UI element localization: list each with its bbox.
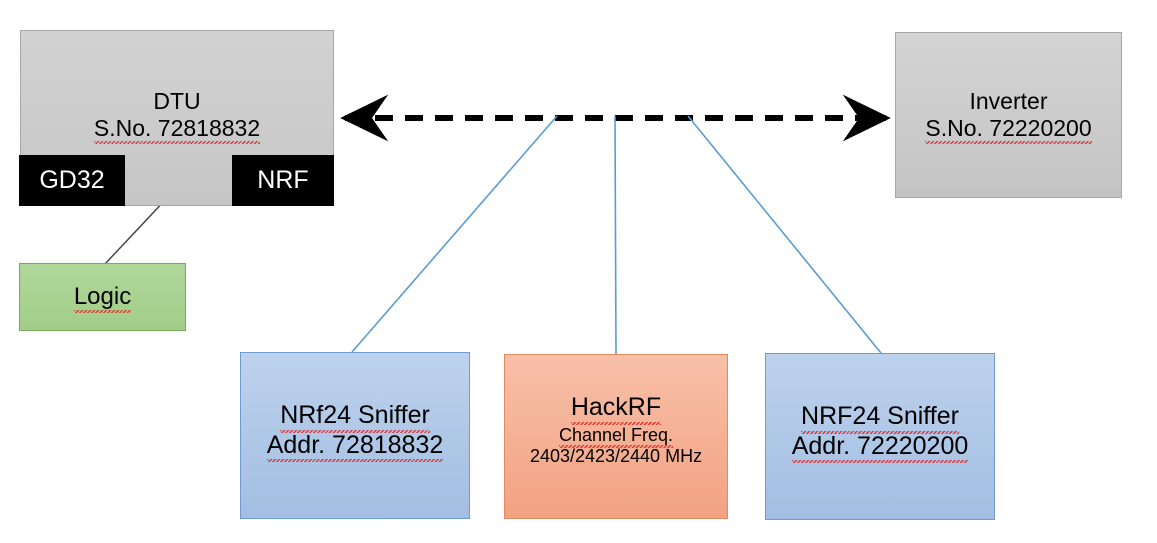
logic-label-text: Logic bbox=[73, 282, 132, 314]
sniffer-left-line-1-text: NRf24 Sniffer bbox=[280, 401, 430, 432]
dtu-serial-text: S.No. 72818832 bbox=[93, 115, 261, 145]
dtu-label: DTU bbox=[153, 88, 201, 114]
hackrf-line-1: HackRF bbox=[570, 393, 662, 424]
node-logic-analyzer[interactable]: Logic bbox=[19, 263, 186, 331]
hackrf-line-2-text: Channel Freq. bbox=[558, 424, 674, 448]
logic-label: Logic bbox=[73, 282, 132, 314]
node-sniffer-left[interactable]: NRf24 Sniffer Addr. 72818832 bbox=[240, 352, 470, 519]
node-sniffer-right[interactable]: NRF24 Sniffer Addr. 72220200 bbox=[765, 353, 995, 520]
dtu-serial: S.No. 72818832 bbox=[93, 115, 261, 145]
sniffer-left-line-2: Addr. 72818832 bbox=[266, 430, 444, 462]
hackrf-line-1-text: HackRF bbox=[570, 393, 662, 424]
sniffer-right-line-2: Addr. 72220200 bbox=[791, 431, 969, 463]
inverter-serial-text: S.No. 72220200 bbox=[925, 115, 1092, 145]
inverter-label: Inverter bbox=[969, 87, 1048, 114]
rf-link-to-hackrf bbox=[614, 115, 617, 356]
node-inverter[interactable]: Inverter S.No. 72220200 bbox=[895, 32, 1122, 198]
node-hackrf[interactable]: HackRF Channel Freq. 2403/2423/2440 MHz bbox=[504, 354, 728, 519]
sniffer-left-line-1: NRf24 Sniffer bbox=[280, 401, 430, 432]
inverter-serial: S.No. 72220200 bbox=[925, 115, 1092, 145]
sniffer-left-line-2-text: Addr. 72818832 bbox=[266, 430, 444, 462]
rf-link-to-sniffer-left bbox=[351, 115, 558, 353]
hackrf-line-3: 2403/2423/2440 MHz bbox=[529, 445, 703, 466]
hackrf-line-2: Channel Freq. bbox=[558, 424, 674, 448]
node-gd32[interactable]: GD32 bbox=[19, 155, 125, 206]
gd32-label: GD32 bbox=[39, 166, 105, 194]
sniffer-right-line-1-text: NRF24 Sniffer bbox=[801, 402, 959, 433]
rf-link-to-sniffer-right bbox=[687, 115, 882, 354]
sniffer-right-line-1: NRF24 Sniffer bbox=[801, 402, 959, 433]
sniffer-right-line-2-text: Addr. 72220200 bbox=[791, 431, 969, 463]
node-nrf[interactable]: NRF bbox=[232, 155, 334, 206]
nrf-label: NRF bbox=[257, 166, 309, 194]
